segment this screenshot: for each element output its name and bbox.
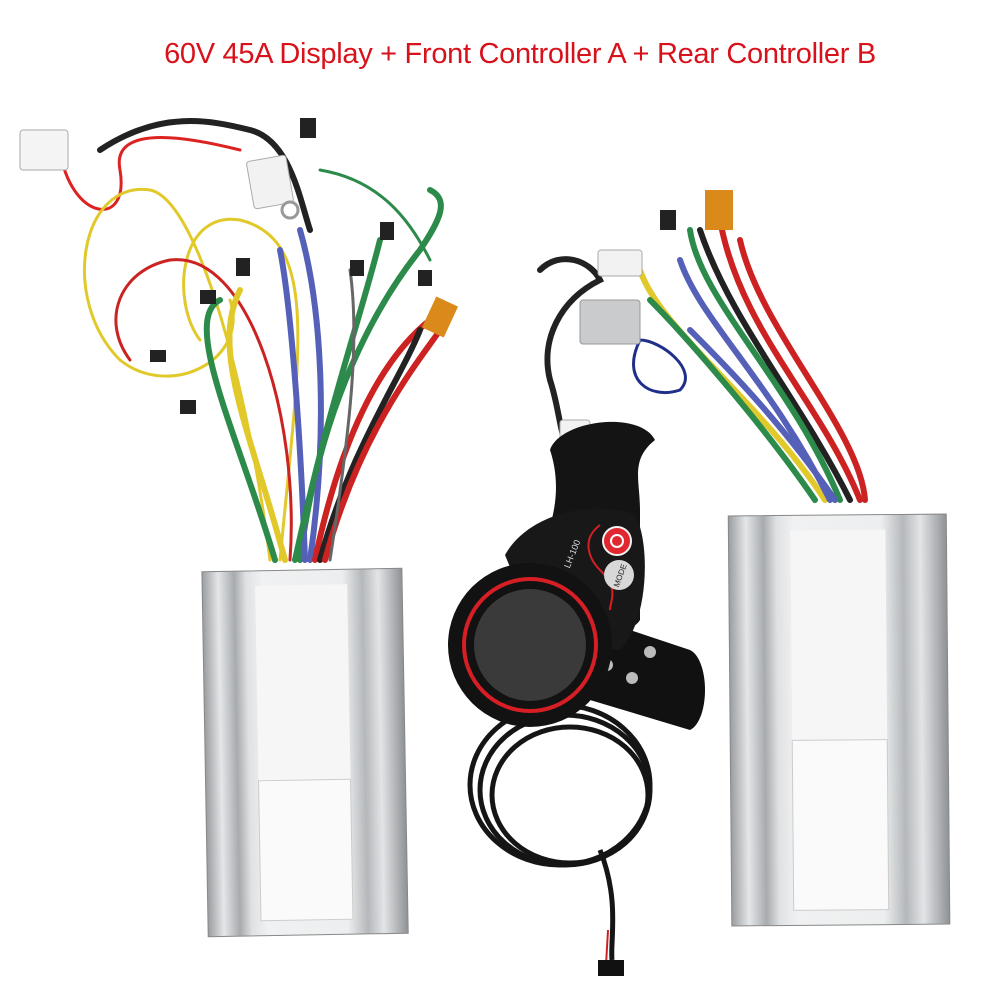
power-icon (610, 534, 624, 548)
display-cable (467, 702, 653, 976)
mode-button (604, 560, 634, 590)
rear-controller-b (727, 513, 951, 927)
lh-100-display: MODE LH-100 (448, 421, 705, 730)
power-button (602, 526, 632, 556)
front-controller-wires (19, 118, 459, 563)
front-controller-a (201, 567, 409, 938)
rear-controller-wires (537, 190, 868, 503)
product-title: 60V 45A Display + Front Controller A + R… (164, 38, 876, 70)
